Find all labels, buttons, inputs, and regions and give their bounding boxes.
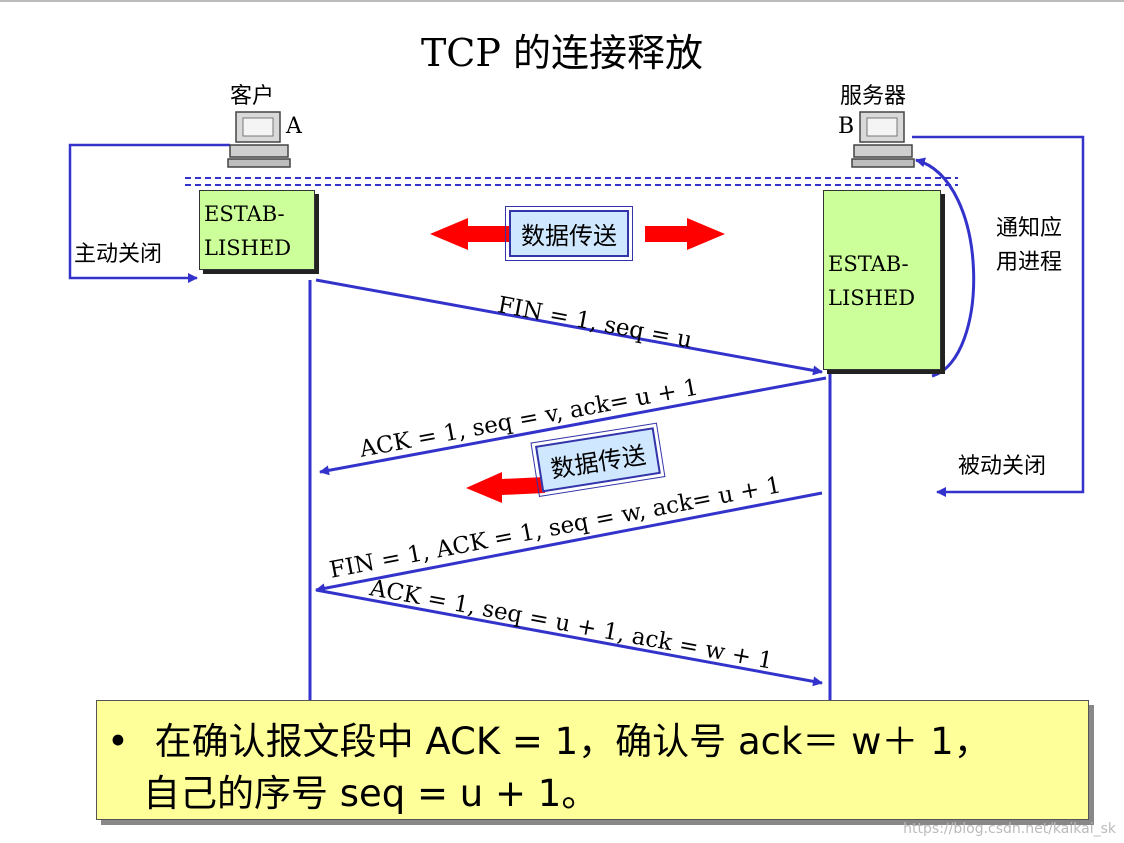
active-close-label: 主动关闭 [74, 242, 163, 267]
client-state-box: ESTAB- LISHED [199, 190, 315, 270]
data-transfer-box: 数据传送 [505, 206, 633, 261]
client-id: A [286, 114, 302, 139]
data-arrow-server-to-client [466, 472, 545, 503]
server-computer-icon [851, 111, 915, 168]
ack-arrow [319, 376, 827, 476]
note-line2: 自己的序号 seq = u + 1。 [143, 772, 599, 815]
server-state-line2: LISHED [828, 286, 916, 310]
server-state-box: ESTAB- LISHED [823, 190, 941, 370]
final-ack-arrow [315, 588, 823, 687]
server-label: 服务器 [840, 84, 907, 109]
fin-arrow [315, 278, 823, 376]
note-box: • 在确认报文段中 ACK = 1，确认号 ack＝ w＋ 1， 自己的序号 s… [96, 700, 1089, 820]
server-id: B [838, 114, 855, 139]
notify-app-label: 通知应用进程 [996, 216, 1063, 275]
client-state-line1: ESTAB- [204, 202, 285, 226]
client-computer-icon [227, 111, 291, 168]
note-line1-text: 在确认报文段中 ACK = 1，确认号 ack＝ w＋ 1， [154, 720, 991, 763]
note-line1: • 在确认报文段中 ACK = 1，确认号 ack＝ w＋ 1， [107, 711, 991, 765]
page-title: TCP 的连接释放 [420, 31, 704, 75]
watermark: https://blog.csdn.net/kaikai_sk [903, 821, 1116, 837]
data-arrow-left [430, 218, 510, 250]
data-arrow-right [645, 218, 725, 250]
server-state-line1: ESTAB- [828, 252, 909, 276]
active-close-path [68, 143, 230, 283]
fin-ack-arrow [315, 491, 823, 594]
notify-app-curve [915, 157, 976, 378]
client-state-line2: LISHED [204, 236, 292, 260]
passive-close-label: 被动关闭 [958, 454, 1047, 479]
passive-close-path [912, 135, 1085, 497]
client-label: 客户 [230, 84, 275, 109]
note-bullet: • [107, 720, 129, 763]
